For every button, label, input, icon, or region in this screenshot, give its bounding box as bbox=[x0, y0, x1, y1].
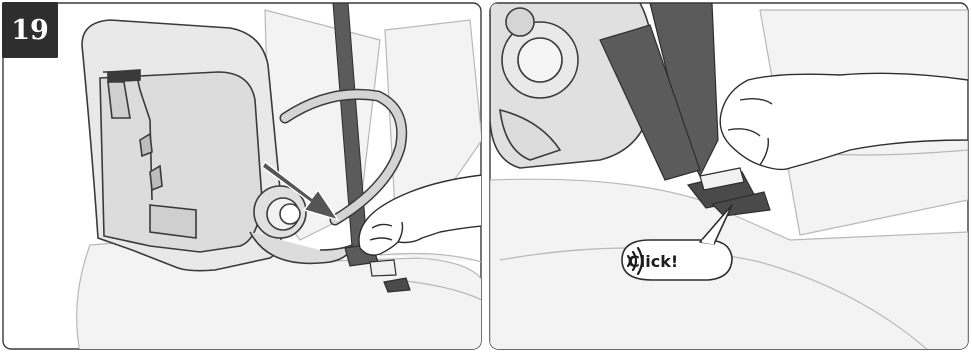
step-number: 19 bbox=[2, 2, 58, 58]
click-sound-label: Click! bbox=[628, 250, 708, 272]
right-panel bbox=[490, 3, 968, 352]
left-panel bbox=[2, 2, 482, 352]
